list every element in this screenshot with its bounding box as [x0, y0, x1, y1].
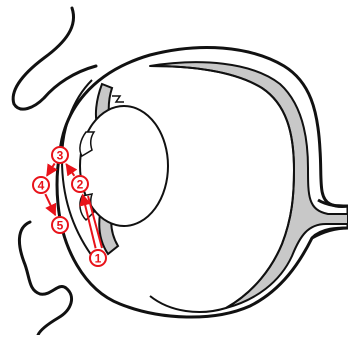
flow-marker-label: 1	[95, 252, 102, 266]
flow-marker-2: 2	[72, 176, 88, 192]
lens	[80, 106, 168, 226]
flow-marker-label: 4	[38, 179, 45, 193]
flow-marker-3: 3	[52, 147, 68, 163]
flow-marker-4: 4	[33, 177, 49, 193]
flow-arrow-3-to-4	[47, 163, 55, 175]
flow-marker-label: 3	[57, 149, 64, 163]
flow-marker-1: 1	[90, 250, 106, 266]
flow-marker-5: 5	[52, 217, 68, 233]
flow-arrow-4-to-5	[45, 194, 55, 215]
flow-marker-label: 5	[57, 219, 64, 233]
flow-marker-label: 2	[77, 178, 84, 192]
